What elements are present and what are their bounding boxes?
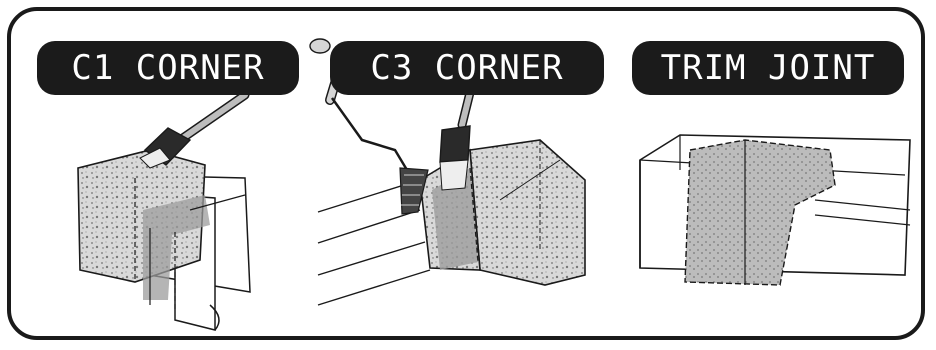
label-c1-corner: C1 CORNER — [37, 41, 299, 95]
label-trim-joint: TRIM JOINT — [632, 41, 904, 95]
trim-joint-illustration — [639, 134, 911, 286]
brush-icon — [139, 90, 250, 169]
label-c3-corner: C3 CORNER — [330, 41, 604, 95]
c1-corner-illustration — [77, 90, 251, 331]
